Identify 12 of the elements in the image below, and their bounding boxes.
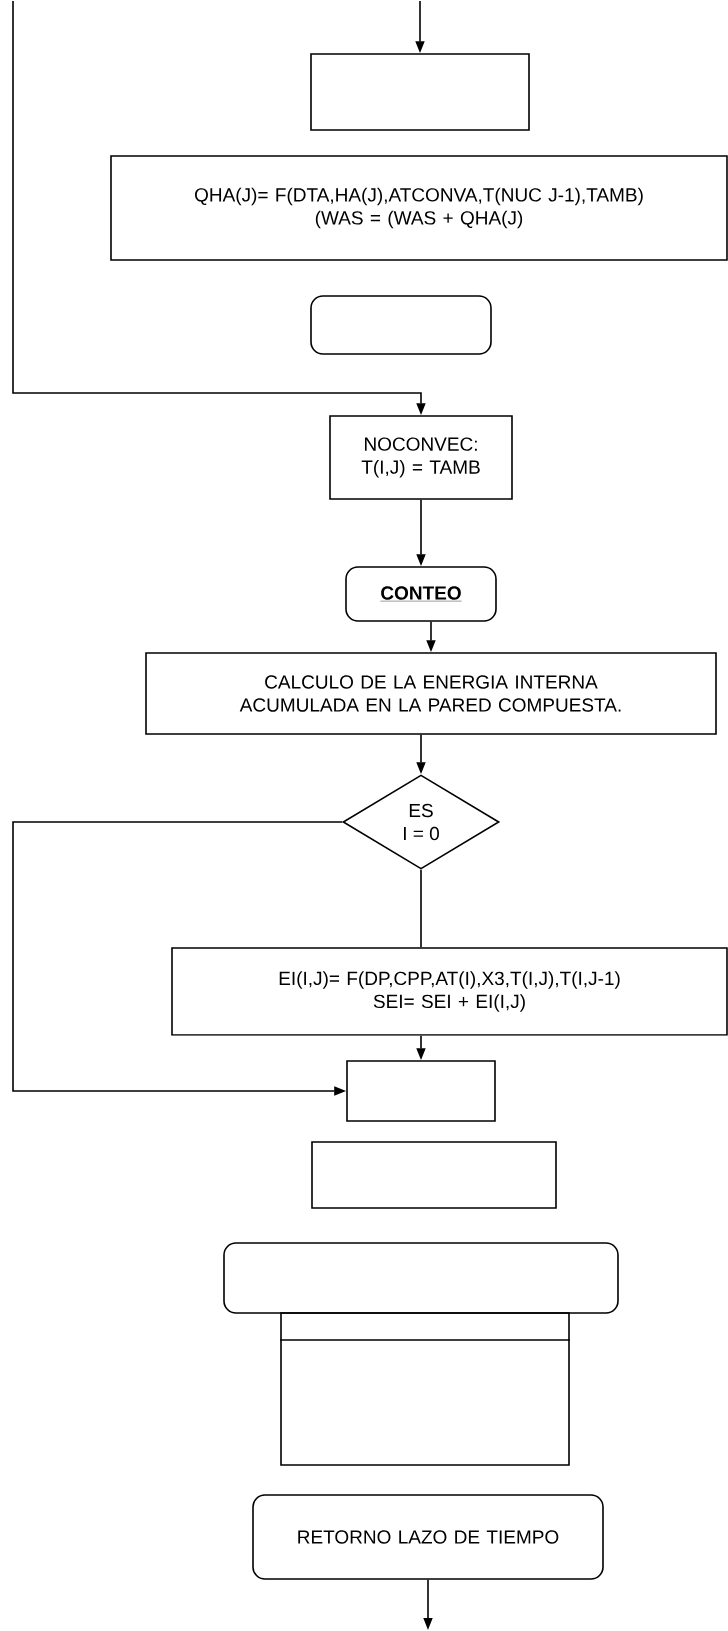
process-box [311, 1141, 557, 1209]
process-box [346, 1060, 496, 1122]
process-box [280, 1312, 570, 1466]
process-box: QHA(J)= F(DTA,HA(J),ATCONVA,T(NUC J-1),TAMB) (WAS = (WAS + QHA(J) [110, 155, 728, 261]
process-box [310, 53, 530, 131]
process-box: NOCONVEC: T(I,J) = TAMB [329, 415, 513, 500]
process-box: CALCULO DE LA ENERGIA INTERNA ACUMULADA EN LA PARED COMPUESTA. [145, 652, 717, 735]
terminal-box: CONTEO [345, 566, 497, 622]
terminal-box: RETORNO LAZO DE TIEMPO [252, 1494, 604, 1580]
terminal-box [223, 1242, 619, 1314]
terminal-box [310, 295, 492, 355]
process-box: EI(I,J)= F(DP,CPP,AT(I),X3,T(I,J),T(I,J-1) SEI= SEI + EI(I,J) [171, 947, 728, 1036]
